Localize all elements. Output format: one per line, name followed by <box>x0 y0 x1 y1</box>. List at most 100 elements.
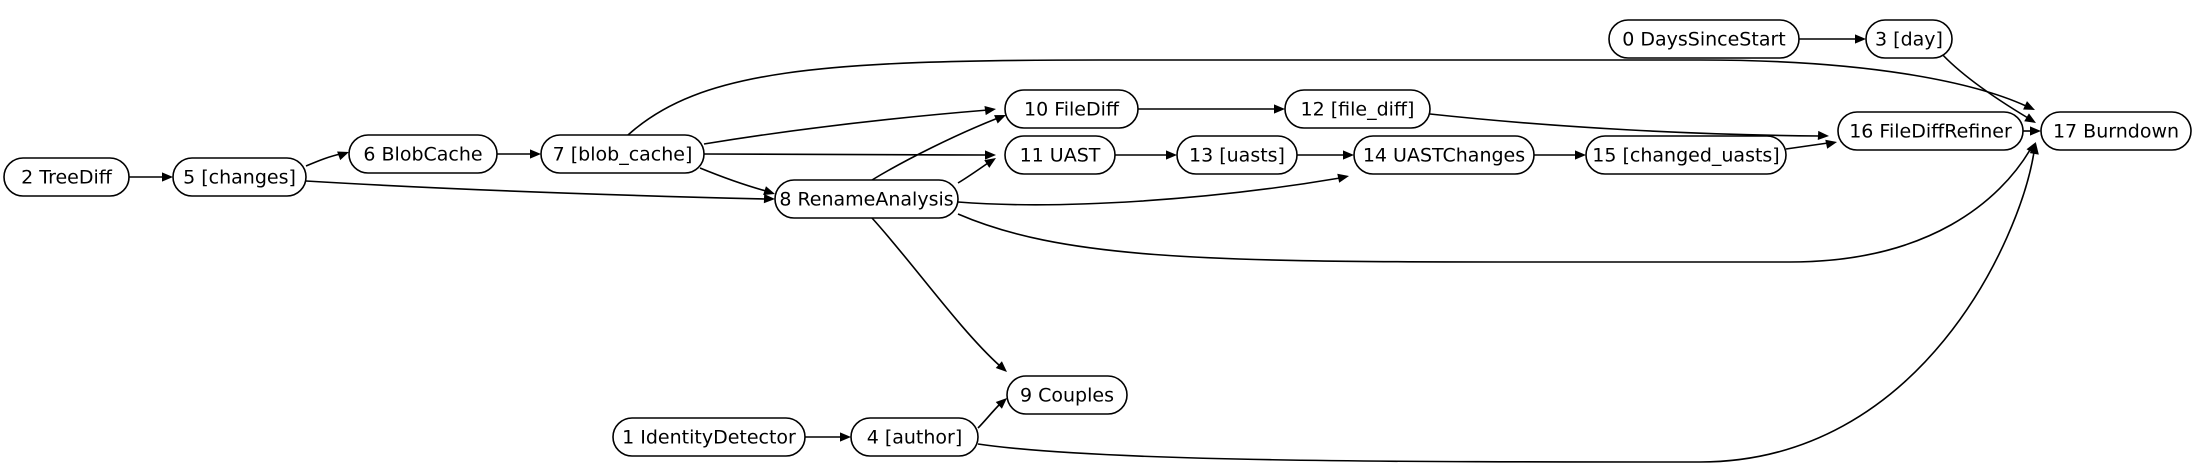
arrowhead-icon <box>1817 130 1829 141</box>
edge-e-6-7 <box>497 149 541 159</box>
node-shape[interactable] <box>1865 19 1953 59</box>
edge-line <box>703 109 989 145</box>
edge-line <box>627 59 2027 136</box>
arrowhead-icon <box>1575 150 1586 160</box>
node-label: 3 [day] <box>1875 29 1943 51</box>
node-label: 17 Burndown <box>2053 121 2179 143</box>
arrowhead-icon <box>1337 173 1349 183</box>
node-shape[interactable] <box>1837 111 2024 151</box>
arrowhead-icon <box>984 105 996 116</box>
edge-e-1-4 <box>805 432 851 442</box>
node-shape[interactable] <box>1176 135 1298 175</box>
node-label: 11 UAST <box>1020 145 1101 167</box>
graph-node-10[interactable]: 10 FileDiff <box>1004 89 1139 129</box>
node-label: 16 FileDiffRefiner <box>1849 121 2012 143</box>
graph-node-11[interactable]: 11 UAST <box>1004 135 1116 175</box>
node-shape[interactable] <box>774 179 959 219</box>
edge-e-8-14 <box>957 173 1349 206</box>
edge-line <box>957 177 1341 206</box>
node-shape[interactable] <box>1284 89 1431 129</box>
edge-line <box>977 403 1001 429</box>
graph-node-14[interactable]: 14 UASTChanges <box>1353 135 1535 175</box>
edge-line <box>1939 51 2029 119</box>
graph-node-16[interactable]: 16 FileDiffRefiner <box>1837 111 2024 151</box>
graph-node-13[interactable]: 13 [uasts] <box>1176 135 1298 175</box>
graph-node-12[interactable]: 12 [file_diff] <box>1284 89 1431 129</box>
edge-e-4-9 <box>977 398 1007 429</box>
edge-e-15-16 <box>1785 139 1837 150</box>
edge-line <box>871 217 1001 367</box>
arrowhead-icon <box>2023 101 2035 110</box>
node-shape[interactable] <box>612 417 806 457</box>
arrowhead-icon <box>984 158 996 168</box>
edge-line <box>957 162 989 184</box>
edge-e-7-8 <box>699 167 775 195</box>
node-layer: 0 DaysSinceStart 3 [day] 2 TreeDiff 5 [chan… <box>3 19 2192 457</box>
graph-node-7[interactable]: 7 [blob_cache] <box>540 134 705 174</box>
edge-line <box>957 149 2031 263</box>
arrowhead-icon <box>840 432 851 442</box>
graph-node-2[interactable]: 2 TreeDiff <box>3 157 130 197</box>
arrowhead-icon <box>337 151 349 161</box>
node-label: 8 RenameAnalysis <box>779 189 953 211</box>
edge-e-4-17 <box>977 143 2039 463</box>
graph-node-4[interactable]: 4 [author] <box>850 417 979 457</box>
arrowhead-icon <box>2029 143 2039 155</box>
node-label: 0 DaysSinceStart <box>1622 29 1785 51</box>
arrowhead-icon <box>994 115 1006 124</box>
node-label: 7 [blob_cache] <box>553 144 693 166</box>
edge-line <box>699 167 767 192</box>
node-shape[interactable] <box>2040 111 2192 151</box>
node-label: 4 [author] <box>867 427 963 449</box>
arrowhead-icon <box>1343 150 1354 160</box>
arrowhead-icon <box>995 398 1007 409</box>
graph-node-0[interactable]: 0 DaysSinceStart <box>1608 19 1800 59</box>
node-label: 13 [uasts] <box>1189 145 1285 167</box>
edge-line <box>977 151 2035 463</box>
edge-e-0-3 <box>1799 34 1866 44</box>
node-shape[interactable] <box>1006 375 1128 415</box>
edge-e-10-12 <box>1138 104 1285 114</box>
arrowhead-icon <box>985 150 996 160</box>
arrowhead-icon <box>2024 113 2036 123</box>
node-shape[interactable] <box>1585 135 1787 175</box>
graph-node-15[interactable]: 15 [changed_uasts] <box>1585 135 1787 175</box>
node-label: 2 TreeDiff <box>21 167 113 189</box>
node-shape[interactable] <box>1004 135 1116 175</box>
graph-node-1[interactable]: 1 IdentityDetector <box>612 417 806 457</box>
graph-node-8[interactable]: 8 RenameAnalysis <box>774 179 959 219</box>
graph-node-9[interactable]: 9 Couples <box>1006 375 1128 415</box>
node-shape[interactable] <box>1608 19 1800 59</box>
node-shape[interactable] <box>348 134 498 174</box>
edge-e-7-11 <box>703 150 996 160</box>
node-label: 1 IdentityDetector <box>622 427 796 449</box>
edge-e-3-17 <box>1939 51 2036 123</box>
graph-node-6[interactable]: 6 BlobCache <box>348 134 498 174</box>
graph-node-3[interactable]: 3 [day] <box>1865 19 1953 59</box>
edge-e-8-10 <box>871 115 1006 181</box>
edge-line <box>305 153 342 167</box>
edge-e-11-13 <box>1115 150 1177 160</box>
arrowhead-icon <box>1166 150 1177 160</box>
edge-e-2-5 <box>129 172 173 182</box>
node-shape[interactable] <box>3 157 130 197</box>
node-shape[interactable] <box>540 134 705 174</box>
node-shape[interactable] <box>1353 135 1535 175</box>
edge-e-8-9 <box>871 217 1007 372</box>
node-label: 12 [file_diff] <box>1301 99 1415 121</box>
edge-e-14-15 <box>1534 150 1586 160</box>
arrowhead-icon <box>1274 104 1285 114</box>
graph-node-17[interactable]: 17 Burndown <box>2040 111 2192 151</box>
edge-e-7-17 <box>627 59 2035 136</box>
edge-line <box>871 117 999 181</box>
arrowhead-icon <box>763 194 775 204</box>
node-shape[interactable] <box>850 417 979 457</box>
node-shape[interactable] <box>172 157 307 197</box>
node-label: 5 [changes] <box>183 167 296 189</box>
node-shape[interactable] <box>1004 89 1139 129</box>
graph-node-5[interactable]: 5 [changes] <box>172 157 307 197</box>
arrowhead-icon <box>1825 139 1837 149</box>
node-label: 9 Couples <box>1020 385 1114 407</box>
